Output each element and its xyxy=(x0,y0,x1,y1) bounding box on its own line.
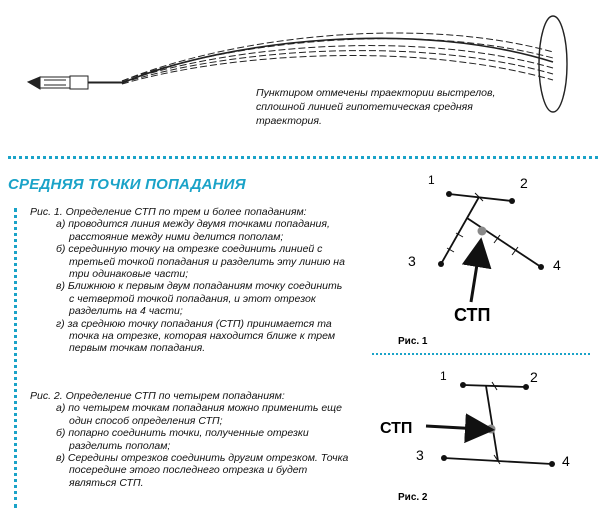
shot-trajectory xyxy=(121,50,554,84)
fig1-point-1-label: 1 xyxy=(428,173,435,187)
left-margin-dots xyxy=(14,208,17,508)
trajectory-drawing xyxy=(26,15,568,113)
shot-trajectory xyxy=(121,45,554,83)
fig1-stp-arrow xyxy=(461,237,492,303)
fig1-point-4-label: 4 xyxy=(553,257,561,273)
fig1-segment-1-2 xyxy=(448,193,513,202)
figure-2-diagram: 1 2 3 4 СТП Рис. 2 xyxy=(380,369,570,503)
shot-trajectory xyxy=(121,32,554,82)
fig1-stp-dot xyxy=(477,226,487,236)
fig1-hit-points xyxy=(438,191,544,270)
fig1-point-3-label: 3 xyxy=(408,253,416,269)
trajectory-illustration: Пунктиром отмечены траектории выстрелов,… xyxy=(0,0,600,145)
fig2-point-1-label: 1 xyxy=(440,369,447,383)
fig1-item-b: б) серединную точку на отрезке соединить… xyxy=(56,243,345,281)
trajectory-lines xyxy=(121,32,554,85)
fig1-heading: Рис. 1. Определение СТП по трем и более … xyxy=(30,206,307,218)
fig2-description: Рис. 2. Определение СТП по четырем попад… xyxy=(30,390,350,489)
fig2-stp-arrow xyxy=(425,413,495,444)
fig2-item-b: б) попарно соединить точки, полученные о… xyxy=(56,427,309,452)
shot-trajectory xyxy=(121,38,554,82)
fig2-point-2-label: 2 xyxy=(530,369,538,385)
figure-1-diagram: 1 2 3 4 СТП Рис. 1 xyxy=(398,173,561,347)
fig1-item-d: г) за среднюю точку попадания (СТП) прин… xyxy=(56,317,336,355)
fig2-hit-points xyxy=(441,382,555,467)
fig2-point-4-label: 4 xyxy=(562,453,570,469)
figure-separator xyxy=(372,353,590,355)
fig1-item-c: в) Ближнюю к первым двум попаданиям точк… xyxy=(56,280,343,318)
fig1-caption: Рис. 1 xyxy=(398,336,428,347)
fig1-description: Рис. 1. Определение СТП по трем и более … xyxy=(30,206,350,355)
fig2-item-a: а) по четырем точкам попадания можно при… xyxy=(56,402,342,427)
trajectory-caption: Пунктиром отмечены траектории выстрелов,… xyxy=(256,87,496,127)
fig2-tick-marks xyxy=(491,381,501,465)
fig1-segment-to-4 xyxy=(466,217,542,268)
fig1-segment-mid-3 xyxy=(440,196,480,265)
fig2-heading: Рис. 2. Определение СТП по четырем попад… xyxy=(30,390,285,402)
fig2-segment-midpoints xyxy=(485,385,499,462)
fig2-stp-dot xyxy=(486,424,496,434)
section-divider xyxy=(8,156,598,159)
figure-1: 1 2 3 4 СТП Рис. 1 xyxy=(360,166,600,352)
fig2-caption: Рис. 2 xyxy=(398,492,428,503)
fig1-point-2-label: 2 xyxy=(520,175,528,191)
fig1-item-a: а) проводится линия между двумя точками … xyxy=(56,218,330,243)
shot-trajectory xyxy=(121,54,554,85)
fig1-stp-label: СТП xyxy=(454,305,490,325)
figure-2: 1 2 3 4 СТП Рис. 2 xyxy=(360,358,600,518)
fig2-item-c: в) Середины отрезков соединить другим от… xyxy=(56,452,349,489)
fig2-point-3-label: 3 xyxy=(416,447,424,463)
section-title: СРЕДНЯЯ ТОЧКИ ПОПАДАНИЯ xyxy=(8,176,246,193)
fig1-tick-marks xyxy=(446,192,519,256)
rifle-barrel xyxy=(26,75,122,90)
target-ellipse xyxy=(538,15,568,113)
fig2-stp-label: СТП xyxy=(380,420,412,437)
